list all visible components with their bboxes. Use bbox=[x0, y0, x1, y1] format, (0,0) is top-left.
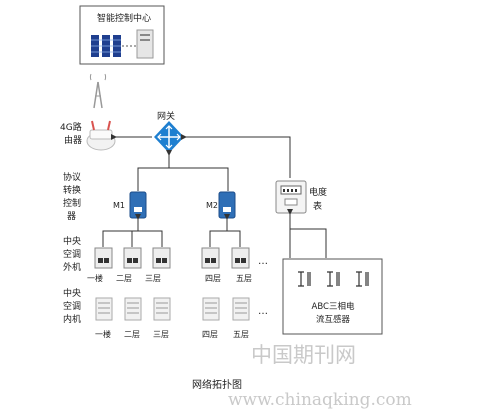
server-rack-icon bbox=[91, 29, 154, 59]
svg-text:空调: 空调 bbox=[63, 300, 81, 312]
indoor-unit-icon bbox=[124, 297, 142, 321]
outdoor-unit-label: 二层 bbox=[116, 274, 132, 283]
outdoor-unit-label: 四层 bbox=[205, 274, 221, 283]
indoor-unit-label: 四层 bbox=[202, 330, 218, 339]
outdoor-unit-icon bbox=[152, 247, 171, 269]
indoor-units-label: 中央 空调 内机 bbox=[63, 287, 81, 325]
svg-text:协议: 协议 bbox=[63, 171, 81, 183]
gateway-label: 网关 bbox=[157, 110, 175, 122]
meter-label-2: 表 bbox=[313, 200, 322, 212]
meter-icon bbox=[275, 180, 307, 214]
converter-m2-label: M2 bbox=[206, 201, 218, 210]
ct-sensor-label-1: ABC三相电 bbox=[312, 301, 355, 312]
indoor-unit-icon bbox=[202, 297, 220, 321]
indoor-unit-label: 三层 bbox=[153, 330, 169, 339]
outdoor-ellipsis: … bbox=[258, 256, 268, 267]
outdoor-unit-label: 三层 bbox=[145, 274, 161, 283]
protocol-converter-label: 协议 转换 控制 器 bbox=[63, 171, 81, 222]
ct-sensor-box: ABC三相电 流互感器 bbox=[282, 258, 383, 335]
ct-sensor-label-2: 流互感器 bbox=[316, 314, 351, 325]
outdoor-unit-icon bbox=[201, 247, 220, 269]
watermark-cn: 中国期刊网 bbox=[251, 343, 356, 367]
svg-text:转换: 转换 bbox=[63, 184, 81, 196]
indoor-unit-label: 二层 bbox=[124, 330, 140, 339]
gateway-icon bbox=[154, 121, 184, 153]
router-label-1: 4G路 bbox=[60, 121, 82, 133]
meter-label-1: 电度 bbox=[309, 186, 327, 198]
indoor-unit-label: 五层 bbox=[233, 330, 249, 339]
watermark-url: www.chinaqking.com bbox=[228, 390, 412, 410]
ct-sensor-icon bbox=[298, 271, 369, 287]
converter-icon bbox=[129, 191, 147, 219]
outdoor-unit-icon bbox=[94, 247, 113, 269]
outdoor-units-label: 中央 空调 外机 bbox=[63, 235, 81, 273]
svg-text:内机: 内机 bbox=[63, 313, 81, 325]
outdoor-unit-icon bbox=[123, 247, 142, 269]
figure-caption: 网络拓扑图 bbox=[192, 378, 242, 391]
outdoor-unit-label: 五层 bbox=[236, 274, 252, 283]
svg-text:中央: 中央 bbox=[63, 287, 81, 299]
router-icon bbox=[86, 120, 116, 151]
control-center-title: 智能控制中心 bbox=[97, 12, 151, 24]
svg-text:外机: 外机 bbox=[63, 261, 81, 273]
indoor-ellipsis: … bbox=[258, 306, 268, 317]
converter-m1-label: M1 bbox=[113, 201, 125, 210]
converter-icon bbox=[218, 191, 236, 219]
svg-text:器: 器 bbox=[67, 211, 76, 222]
svg-text:控制: 控制 bbox=[63, 197, 81, 209]
svg-text:空调: 空调 bbox=[63, 248, 81, 260]
indoor-unit-label: 一楼 bbox=[95, 329, 111, 339]
antenna-icon bbox=[89, 73, 107, 109]
indoor-unit-icon bbox=[153, 297, 171, 321]
indoor-unit-icon bbox=[95, 297, 113, 321]
svg-text:中央: 中央 bbox=[63, 235, 81, 247]
router-label-2: 由器 bbox=[64, 134, 82, 146]
outdoor-unit-icon bbox=[231, 247, 250, 269]
outdoor-unit-label: 一楼 bbox=[87, 273, 103, 283]
indoor-unit-icon bbox=[232, 297, 250, 321]
control-center: 智能控制中心 bbox=[79, 5, 165, 65]
